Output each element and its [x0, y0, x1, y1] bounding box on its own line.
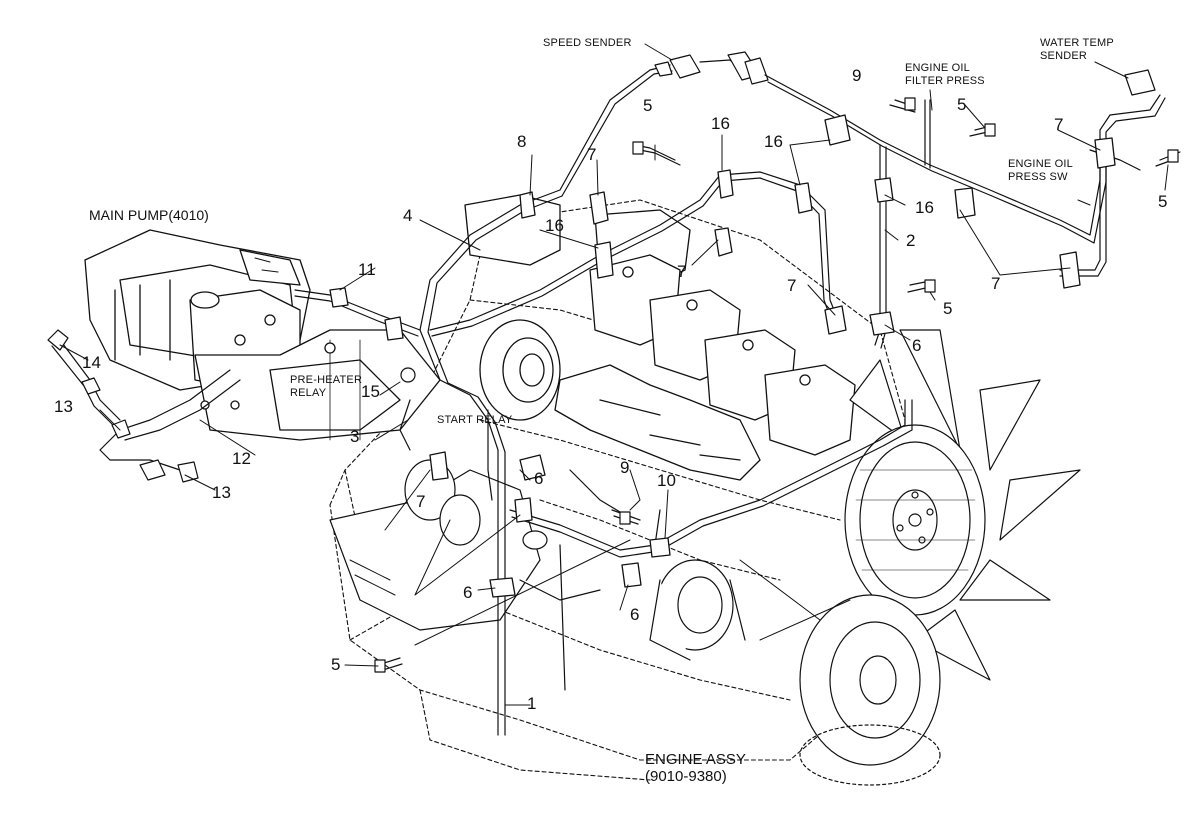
cooling-fan [844, 329, 1081, 681]
main-pump-body [84, 229, 441, 441]
callout-9-top: 9 [852, 66, 862, 85]
alternator [649, 559, 851, 661]
callout-14: 14 [82, 353, 101, 372]
label-main-pump: MAIN PUMP(4010) [89, 207, 209, 223]
callout-7-mid-right: 7 [787, 276, 797, 295]
label-pre-heater-relay-line2: RELAY [290, 386, 327, 399]
clamps [329, 114, 1116, 598]
callout-3: 3 [350, 427, 360, 446]
engine-lower-left [329, 459, 601, 631]
callout-5-bottom: 5 [331, 655, 341, 674]
label-engine-oil-filter-press: ENGINE OIL FILTER PRESS [905, 62, 985, 87]
callout-16-right: 16 [915, 198, 934, 217]
crank-pulley [799, 594, 941, 786]
label-speed-sender: SPEED SENDER [543, 37, 632, 49]
callout-9-center: 9 [620, 458, 630, 477]
leader-lines [59, 43, 1169, 706]
label-water-temp-sender: WATER TEMP SENDER [1040, 37, 1114, 62]
label-engine-oil-press-sw-line1: ENGINE OIL [1008, 158, 1073, 170]
turbo-housing [479, 319, 561, 421]
callout-16-mid: 16 [764, 132, 783, 151]
callout-5-top-left: 5 [643, 96, 653, 115]
callout-16-left: 16 [545, 216, 564, 235]
cylinder-head [464, 194, 856, 481]
callout-2: 2 [906, 231, 916, 250]
label-engine-assy-line2: (9010-9380) [645, 768, 727, 786]
callout-13-left: 13 [54, 397, 73, 416]
callout-15: 15 [361, 382, 380, 401]
label-engine-oil-filter-press-line2: FILTER PRESS [905, 74, 985, 87]
callout-7-right: 7 [991, 274, 1001, 293]
callout-16-top: 16 [711, 114, 730, 133]
callout-13-bottom: 13 [212, 483, 231, 502]
callout-7-left: 7 [416, 492, 426, 511]
bolts [374, 97, 1181, 673]
label-engine-assy-line1: ENGINE ASSY [645, 751, 746, 768]
callout-6-bottom-left: 6 [463, 583, 473, 602]
label-engine-assy: ENGINE ASSY (9010-9380) [645, 751, 746, 786]
callout-8: 8 [517, 132, 527, 151]
callout-6-center: 6 [534, 469, 544, 488]
callout-6-bottom-right: 6 [630, 605, 640, 624]
label-water-temp-sender-line1: WATER TEMP [1040, 37, 1114, 49]
label-engine-oil-filter-press-line1: ENGINE OIL [905, 62, 970, 74]
label-pre-heater-relay-line1: PRE-HEATER [290, 374, 363, 386]
callout-5-top-right: 5 [957, 95, 967, 114]
label-water-temp-sender-line2: SENDER [1040, 49, 1088, 62]
callout-1: 1 [527, 694, 537, 713]
callout-6-right: 6 [912, 336, 922, 355]
callout-12: 12 [232, 449, 251, 468]
label-start-relay: START RELAY [437, 414, 513, 426]
label-pre-heater-relay: PRE-HEATER RELAY [290, 374, 362, 399]
callout-10: 10 [657, 471, 676, 490]
callout-7-top: 7 [587, 145, 597, 164]
callout-4: 4 [403, 206, 413, 225]
callout-5-right: 5 [943, 299, 953, 318]
callout-7-center: 7 [677, 262, 687, 281]
label-engine-oil-press-sw: ENGINE OIL PRESS SW [1008, 158, 1073, 183]
label-engine-oil-press-sw-line2: PRESS SW [1008, 170, 1068, 183]
callout-11: 11 [358, 260, 376, 279]
callout-7-far-right: 7 [1054, 115, 1064, 134]
wiring-harness [47, 51, 1166, 736]
callout-5-far-right: 5 [1158, 192, 1168, 211]
